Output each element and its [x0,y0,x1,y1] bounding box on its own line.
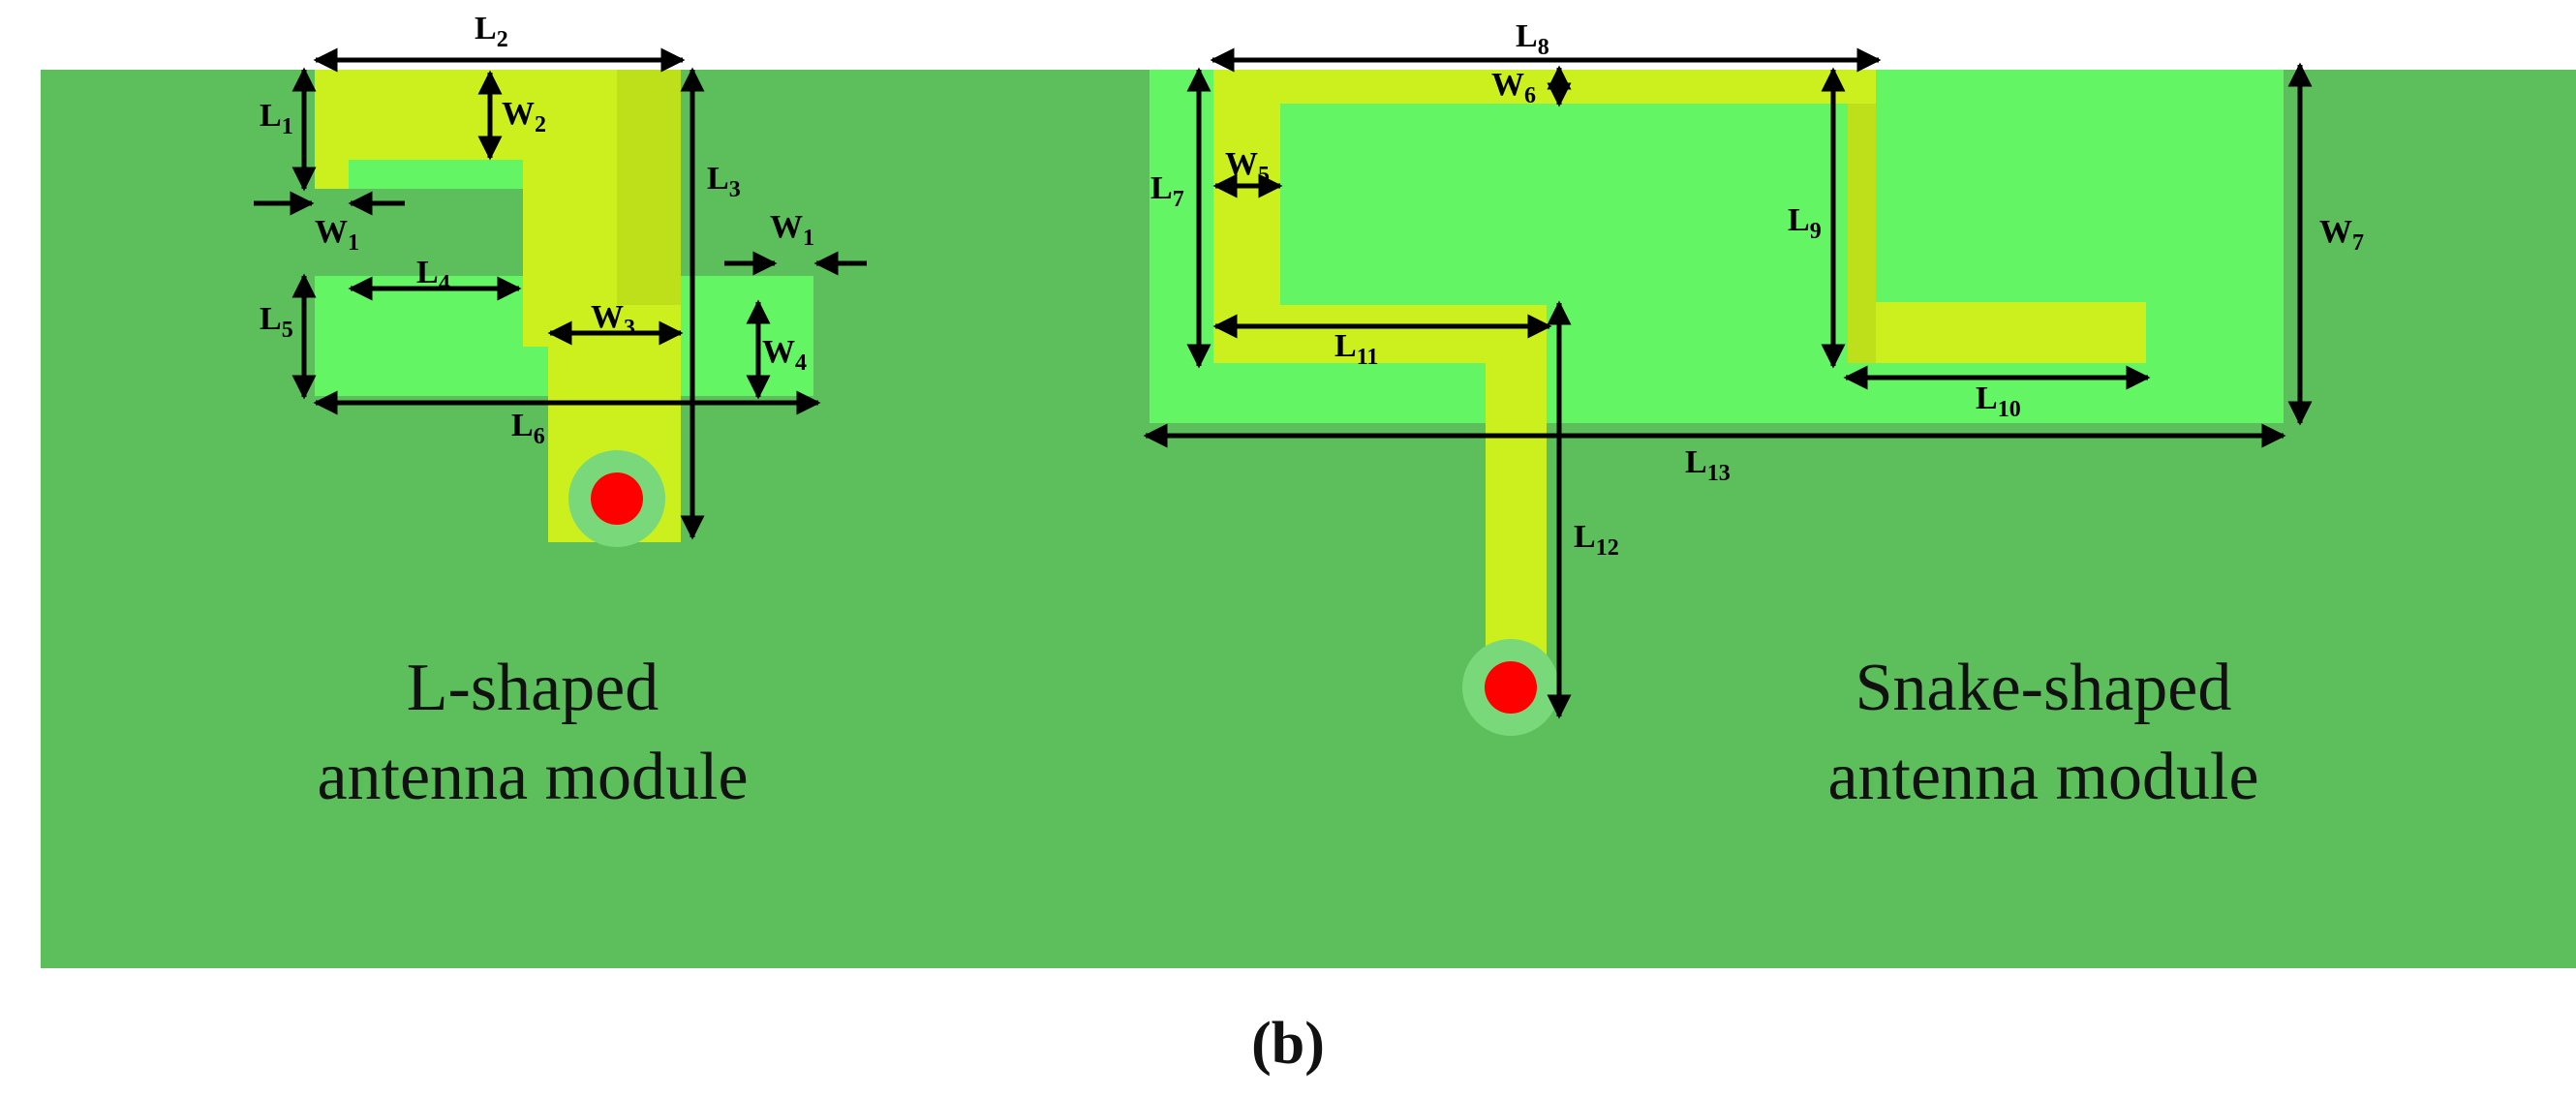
label-w1a: W1 [315,214,359,256]
label-l11: L11 [1334,328,1378,370]
label-l10: L10 [1976,381,2021,422]
label-w4: W4 [762,334,807,376]
label-l13: L13 [1685,444,1731,486]
snake-substrate [1150,70,2284,423]
snake-patch-shade [1848,104,1876,363]
label-l5: L5 [260,301,293,343]
label-l1: L1 [260,98,293,139]
label-l7: L7 [1150,170,1184,212]
l-caption-line1: L-shaped [407,651,659,725]
label-l4: L4 [416,255,450,296]
l-patch [315,70,681,542]
label-w7: W7 [2319,214,2364,256]
l-feed-point [591,472,643,525]
label-l2: L2 [475,11,508,52]
label-l8: L8 [1516,18,1549,60]
snake-feed-point [1485,661,1537,714]
label-l3: L3 [707,161,741,202]
snake-shaped-module: L8 W6 L7 W5 L9 W7 L11 L10 L13 L12 Snake-… [1143,18,2364,814]
label-w2: W2 [502,96,546,137]
label-l6: L6 [511,408,545,449]
l-patch-shade [617,70,681,305]
l-shaped-module: L2 L1 W2 L3 W1 W1 L4 L5 W3 W4 L6 L-shape… [254,11,867,814]
label-w3: W3 [591,299,635,341]
snake-caption-line2: antenna module [1827,740,2258,814]
label-w6: W6 [1491,67,1536,108]
label-l9: L9 [1788,202,1822,244]
l-caption-line2: antenna module [317,740,748,814]
label-w1b: W1 [770,209,814,251]
snake-caption-line1: Snake-shaped [1855,651,2232,725]
panel-label: (b) [1251,1011,1325,1077]
label-w5: W5 [1225,146,1270,188]
l-substrate-notch [777,276,813,293]
label-l12: L12 [1574,519,1619,561]
l-patch-inner-arm [349,160,523,189]
